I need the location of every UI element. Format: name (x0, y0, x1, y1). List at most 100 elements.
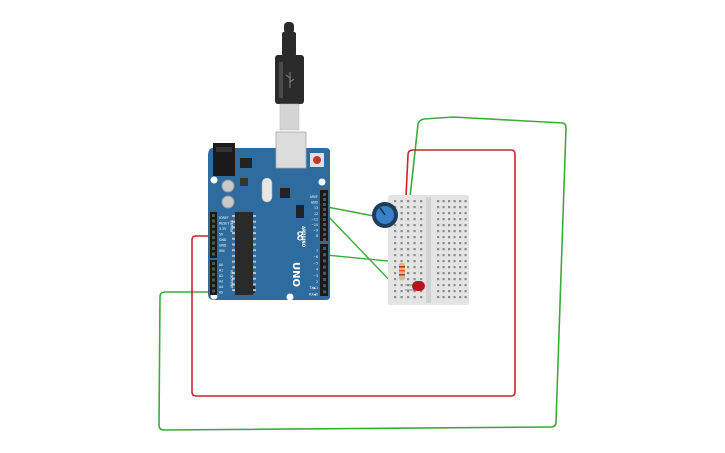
breadboard-hole[interactable] (453, 248, 456, 251)
breadboard-hole[interactable] (448, 224, 451, 227)
breadboard-hole[interactable] (437, 278, 440, 281)
breadboard-hole[interactable] (448, 260, 451, 263)
breadboard-hole[interactable] (442, 248, 445, 251)
breadboard-hole[interactable] (407, 236, 410, 239)
header-pin[interactable] (323, 213, 326, 216)
breadboard-hole[interactable] (407, 218, 410, 221)
header-pin[interactable] (323, 203, 326, 206)
breadboard-hole[interactable] (442, 224, 445, 227)
breadboard-hole[interactable] (442, 200, 445, 203)
breadboard-hole[interactable] (437, 254, 440, 257)
breadboard-hole[interactable] (394, 284, 397, 287)
breadboard-hole[interactable] (437, 248, 440, 251)
breadboard-hole[interactable] (459, 236, 462, 239)
wire-green-pin[interactable] (324, 212, 398, 289)
header-pin[interactable] (323, 259, 326, 263)
breadboard-hole[interactable] (459, 284, 462, 287)
breadboard-hole[interactable] (453, 260, 456, 263)
breadboard-hole[interactable] (394, 248, 397, 251)
breadboard-hole[interactable] (400, 254, 403, 257)
breadboard-hole[interactable] (459, 248, 462, 251)
breadboard-hole[interactable] (442, 230, 445, 233)
breadboard-hole[interactable] (413, 272, 416, 275)
header-pin[interactable] (212, 236, 215, 239)
breadboard-hole[interactable] (420, 254, 423, 257)
header-pin[interactable] (323, 198, 326, 201)
breadboard-hole[interactable] (453, 200, 456, 203)
breadboard-hole[interactable] (464, 248, 467, 251)
breadboard-hole[interactable] (420, 200, 423, 203)
breadboard-hole[interactable] (394, 290, 397, 293)
breadboard-hole[interactable] (464, 278, 467, 281)
breadboard-hole[interactable] (400, 218, 403, 221)
breadboard-hole[interactable] (464, 230, 467, 233)
breadboard-hole[interactable] (394, 230, 397, 233)
breadboard-hole[interactable] (437, 260, 440, 263)
breadboard-hole[interactable] (413, 224, 416, 227)
header-pin[interactable] (212, 267, 215, 271)
breadboard-hole[interactable] (464, 260, 467, 263)
breadboard-hole[interactable] (394, 224, 397, 227)
breadboard-hole[interactable] (464, 266, 467, 269)
breadboard-hole[interactable] (420, 230, 423, 233)
breadboard-hole[interactable] (394, 242, 397, 245)
header-pin[interactable] (212, 241, 215, 245)
breadboard-hole[interactable] (420, 296, 423, 299)
header-pin[interactable] (323, 208, 326, 211)
breadboard-hole[interactable] (448, 248, 451, 251)
breadboard-hole[interactable] (400, 230, 403, 233)
breadboard-hole[interactable] (400, 224, 403, 227)
breadboard-hole[interactable] (400, 206, 403, 209)
analog-header[interactable] (210, 260, 217, 295)
breadboard-hole[interactable] (413, 266, 416, 269)
breadboard-hole[interactable] (442, 296, 445, 299)
header-pin[interactable] (212, 230, 215, 234)
breadboard-hole[interactable] (459, 278, 462, 281)
breadboard-hole[interactable] (400, 260, 403, 263)
breadboard-hole[interactable] (437, 236, 440, 239)
breadboard-hole[interactable] (453, 272, 456, 275)
breadboard-hole[interactable] (453, 254, 456, 257)
breadboard-hole[interactable] (453, 212, 456, 215)
breadboard-hole[interactable] (437, 266, 440, 269)
breadboard-hole[interactable] (442, 284, 445, 287)
breadboard-hole[interactable] (437, 290, 440, 293)
breadboard-hole[interactable] (407, 206, 410, 209)
breadboard-hole[interactable] (448, 218, 451, 221)
breadboard-hole[interactable] (459, 290, 462, 293)
header-pin[interactable] (212, 289, 215, 293)
breadboard-hole[interactable] (413, 290, 416, 293)
breadboard-hole[interactable] (459, 212, 462, 215)
red-led[interactable] (405, 281, 425, 291)
header-pin[interactable] (323, 223, 326, 226)
breadboard-hole[interactable] (442, 242, 445, 245)
breadboard-hole[interactable] (400, 248, 403, 251)
breadboard-hole[interactable] (464, 206, 467, 209)
breadboard-hole[interactable] (448, 230, 451, 233)
breadboard-hole[interactable] (420, 248, 423, 251)
breadboard-hole[interactable] (407, 290, 410, 293)
breadboard-hole[interactable] (464, 212, 467, 215)
breadboard-hole[interactable] (413, 236, 416, 239)
breadboard-hole[interactable] (464, 200, 467, 203)
breadboard-hole[interactable] (413, 200, 416, 203)
breadboard-hole[interactable] (413, 296, 416, 299)
breadboard-hole[interactable] (464, 272, 467, 275)
breadboard-hole[interactable] (420, 206, 423, 209)
breadboard-hole[interactable] (442, 254, 445, 257)
breadboard-hole[interactable] (459, 260, 462, 263)
breadboard-hole[interactable] (442, 278, 445, 281)
breadboard-hole[interactable] (453, 278, 456, 281)
breadboard-hole[interactable] (413, 242, 416, 245)
breadboard-hole[interactable] (394, 296, 397, 299)
wire-red-loop[interactable] (191, 149, 516, 397)
breadboard-hole[interactable] (407, 200, 410, 203)
breadboard-hole[interactable] (437, 224, 440, 227)
breadboard-hole[interactable] (437, 230, 440, 233)
breadboard-hole[interactable] (394, 272, 397, 275)
breadboard-hole[interactable] (453, 284, 456, 287)
breadboard-hole[interactable] (448, 278, 451, 281)
breadboard-hole[interactable] (394, 266, 397, 269)
header-pin[interactable] (212, 252, 215, 256)
breadboard-hole[interactable] (394, 260, 397, 263)
